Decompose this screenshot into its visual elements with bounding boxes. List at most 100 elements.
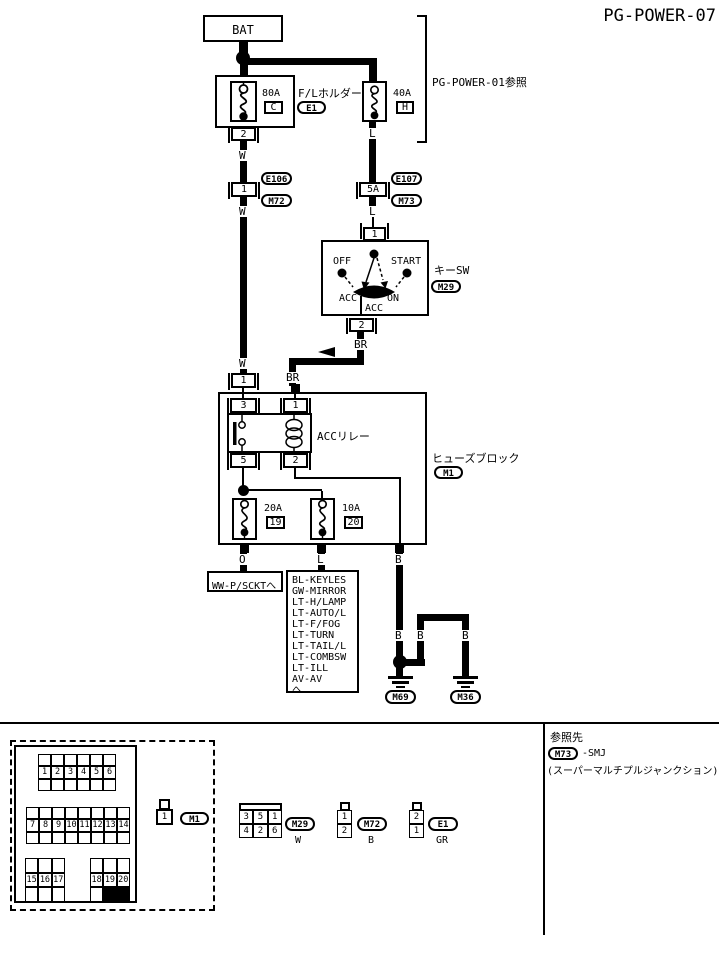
wire-b-main (396, 553, 403, 659)
wire-l-stub (369, 197, 376, 206)
destination-item: BL-KEYLES (292, 575, 347, 586)
fuse-grid-cell (91, 831, 104, 844)
key-switch-pin-bottom: 2 (346, 318, 377, 334)
connector-e1-badge: E1 (428, 817, 458, 831)
fuse-40a-amp: 40A (393, 88, 412, 99)
wire-label-br1: BR (353, 338, 369, 351)
wire-int-7 (294, 477, 401, 479)
feed-wire-left (240, 63, 248, 77)
wire-label-br2: BR (285, 371, 301, 384)
bracket-tick-bottom (417, 141, 427, 143)
connector-m72-color: B (368, 835, 375, 846)
connector-m73-badge: M73 (391, 194, 422, 207)
connector-pin-cell: 2 (253, 824, 268, 838)
reference-description: (スーパーマルチプルジャンクション) (547, 766, 719, 777)
battery-wire (239, 42, 248, 56)
wire-label-o: O (238, 553, 247, 566)
connector-m72-badge: M72 (261, 194, 292, 207)
fuse-80a-icon (238, 81, 249, 121)
connector-pin-cell: 2 (337, 824, 352, 838)
fuse-grid-cell (26, 831, 39, 844)
reference-m73-badge: M73 (548, 747, 578, 760)
fuse-grid-cell (65, 831, 78, 844)
reference-bracket (425, 15, 427, 143)
fuse-grid-cell (103, 778, 116, 791)
destination-item: GW-MIRROR (292, 586, 347, 597)
fuse-80a-amp: 80A (262, 88, 281, 99)
key-switch-icon (337, 249, 412, 316)
fuse-20a-amp: 20A (264, 503, 283, 514)
fuse-grid-cell (52, 807, 65, 820)
wire-bridge-right-leg (462, 614, 469, 676)
junction-dot-ground (393, 655, 407, 669)
fuse-grid-cell (52, 831, 65, 844)
fuse-grid-cell (38, 778, 51, 791)
wire-l-upper (369, 122, 376, 183)
reference-suffix: -SMJ (582, 748, 607, 759)
destination-item: LT-COMBSW (292, 652, 347, 663)
key-switch-name: キーSW (434, 264, 470, 277)
fuse-grid-cell: 8 (39, 819, 52, 832)
fuse-grid-cell (116, 858, 130, 873)
battery-label: BAT (232, 23, 254, 37)
fuse-grid-cell (116, 887, 130, 902)
wire-w-long (240, 197, 247, 374)
connector-pin-cell: 6 (267, 824, 282, 838)
fuse-grid-cell: 7 (26, 819, 39, 832)
key-position-on: ON (387, 293, 400, 304)
destination-item: LT-H/LAMP (292, 597, 347, 608)
fuse-grid-cell (90, 778, 103, 791)
connector-pin-cell: 1 (337, 810, 352, 824)
fuse-grid-cell (64, 778, 77, 791)
fuse-grid-cell (78, 831, 91, 844)
socket-destination-box: WW-P/SCKTへ (207, 571, 283, 592)
wire-w-upper (240, 141, 247, 183)
fuse-grid-cell (103, 858, 117, 873)
fuse-10a-slot: 20 (344, 516, 363, 529)
destination-item: LT-AUTO/L (292, 608, 347, 619)
fuse-80a-slot: C (264, 101, 283, 114)
reference-bracket-label: PG-POWER-01参照 (432, 76, 527, 89)
fuse-grid-cell: 6 (103, 766, 116, 779)
wire-int-8 (399, 477, 401, 545)
connector-pin-cell: 4 (239, 824, 254, 838)
wire-ground-left-stub (396, 666, 403, 676)
fuse-grid-cell: 4 (77, 766, 90, 779)
fuse-40a-icon (369, 85, 380, 120)
wire-label-w1: W (238, 149, 247, 162)
connector-e107-pin: 5A (356, 182, 390, 199)
fuse-grid-cell (26, 807, 39, 820)
fuse-grid-cell (90, 887, 104, 902)
acc-relay-name: ACCリレー (317, 430, 370, 443)
destination-item: LT-F/FOG (292, 619, 341, 630)
connector-pin-cell: 2 (409, 810, 424, 824)
key-position-acc: ACC (339, 293, 358, 304)
connector-e106-pin: 1 (228, 182, 260, 199)
wire-int-2 (294, 393, 296, 398)
fuse-grid-cell (117, 807, 130, 820)
bracket-tick-top (417, 15, 427, 17)
fuse-grid-cell (38, 754, 51, 767)
fuse-grid-cell (25, 887, 39, 902)
connector-pin-cell: 1 (409, 824, 424, 838)
acc-relay-icon (233, 413, 303, 453)
fuse-grid-cell (104, 831, 117, 844)
fuse-grid-cell: 20 (116, 872, 130, 888)
key-switch-connector-badge: M29 (431, 280, 461, 293)
fuse-grid-cell (39, 831, 52, 844)
junction-dot-top (236, 51, 250, 65)
wire-label-b4: B (461, 629, 470, 642)
relay-pin-1: 1 (280, 398, 311, 415)
wire-label-l1: L (368, 127, 377, 140)
wire-label-b3: B (416, 629, 425, 642)
fuse-grid-cell: 18 (90, 872, 104, 888)
battery-box: BAT (203, 15, 283, 42)
section-divider (0, 722, 719, 724)
fuse-20a-icon (239, 499, 250, 539)
connector-e106-badge: E106 (261, 172, 292, 185)
key-acc-out-label: ACC (365, 303, 384, 314)
